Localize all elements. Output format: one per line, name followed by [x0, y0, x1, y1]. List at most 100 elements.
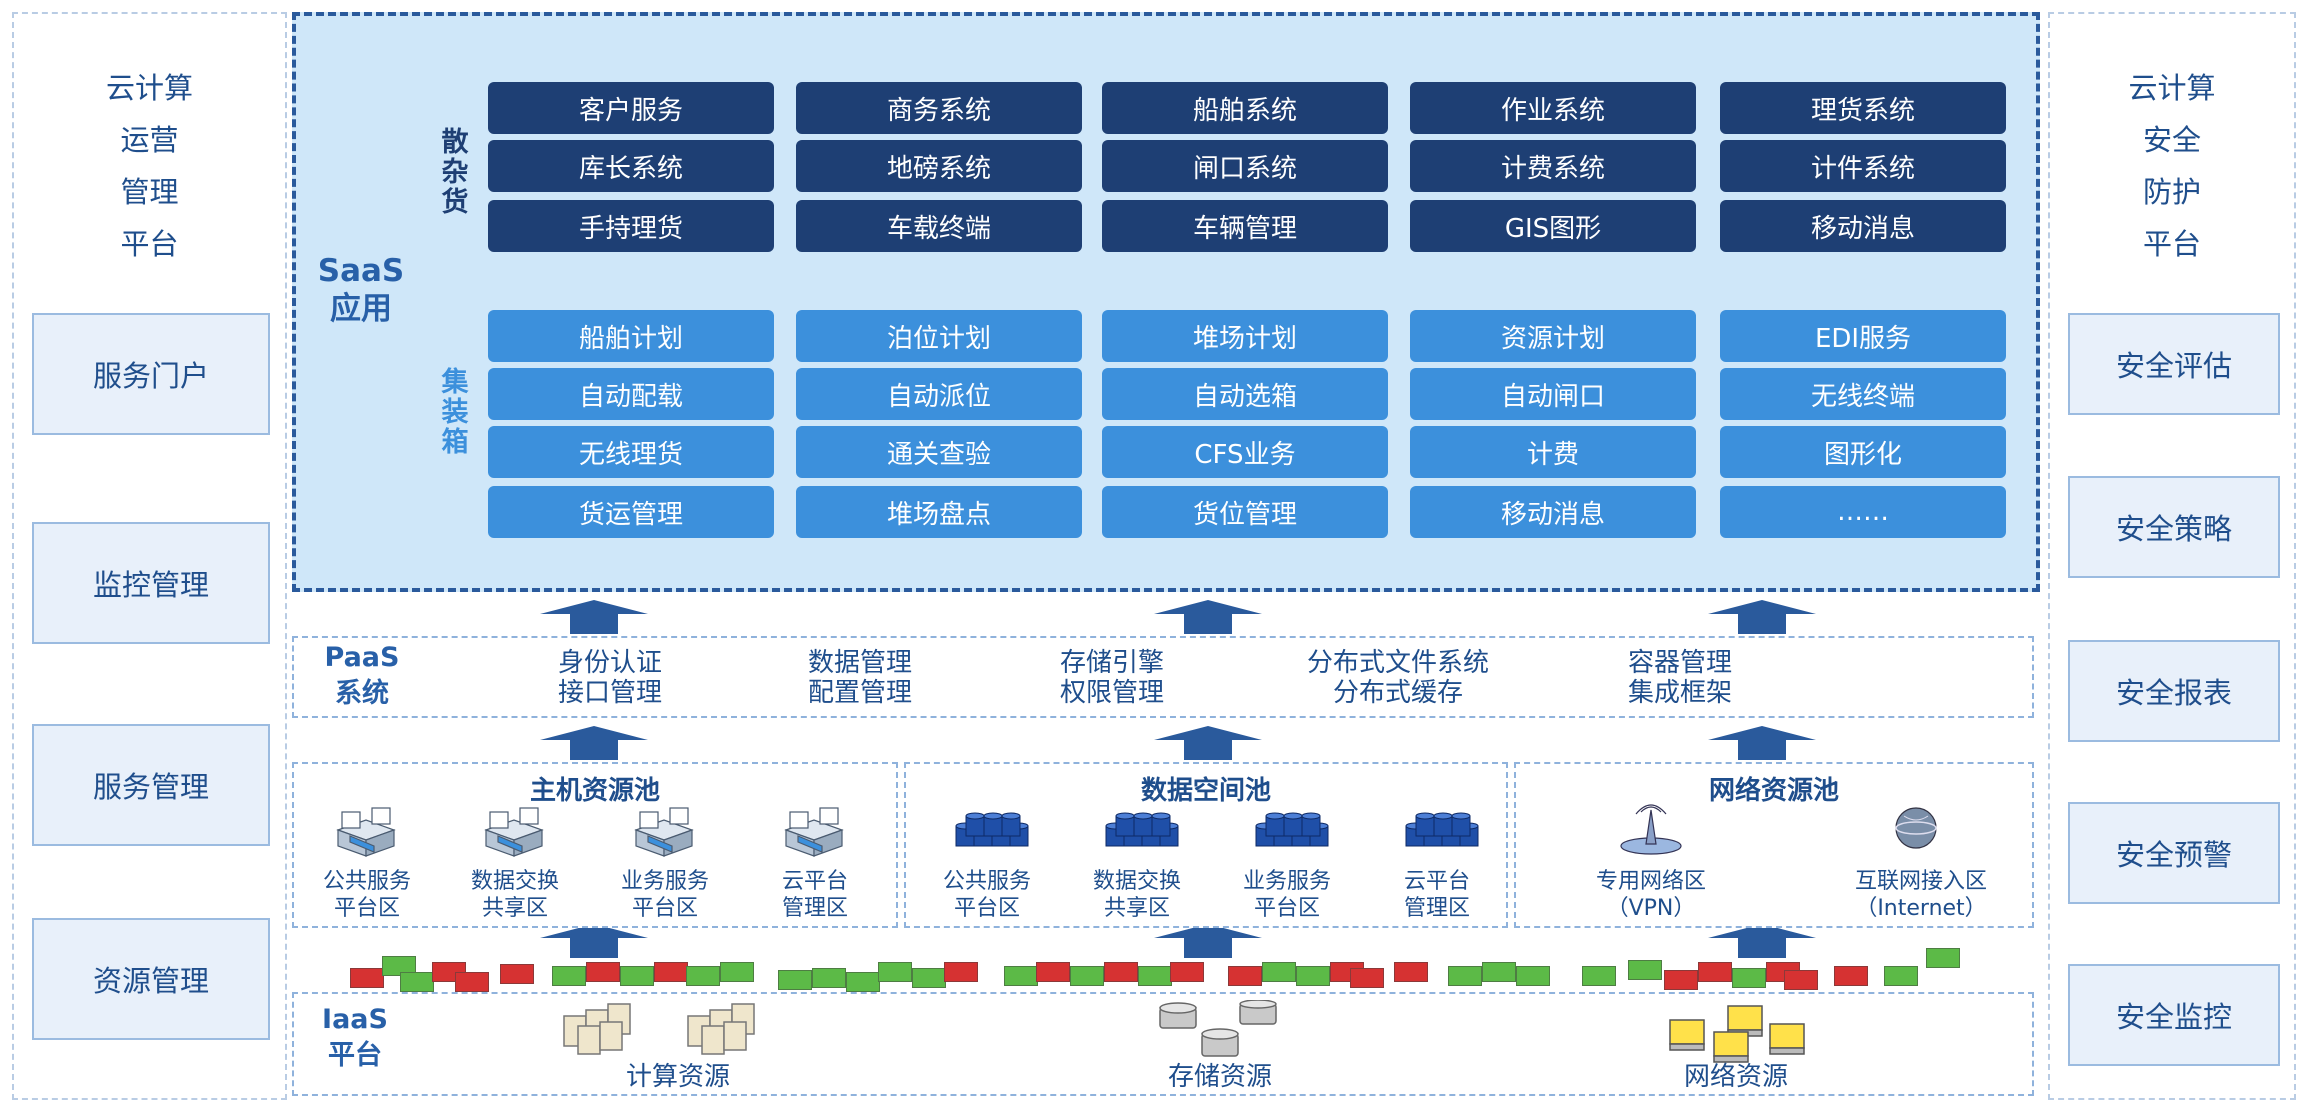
- pool-1-zone-2-line-0: 业务服务: [1242, 869, 1331, 894]
- bulk-module-0-4[interactable]: 理货系统: [1720, 82, 2006, 134]
- container-module-1-0[interactable]: 自动配载: [488, 368, 774, 420]
- container-module-0-3[interactable]: 资源计划: [1410, 310, 1696, 362]
- bulk-module-0-2[interactable]: 船舶系统: [1102, 82, 1388, 134]
- network-link-block: [1036, 962, 1070, 982]
- pool-2-zone-1-line-1: （Internet）: [1855, 896, 1987, 921]
- container-module-3-2[interactable]: 货位管理: [1102, 486, 1388, 538]
- compute-resource-label: 计算资源: [625, 1062, 730, 1092]
- paas-service-4-line-1: 集成框架: [1627, 678, 1732, 708]
- arrow-up-icon: [1708, 600, 1816, 638]
- pool-1-zone-1[interactable]: 数据交换共享区: [1062, 868, 1212, 922]
- network-resource-pool: 网络资源池 专用网络区（VPN）互联网接入区（Internet）: [1514, 762, 2034, 928]
- container-module-3-0[interactable]: 货运管理: [488, 486, 774, 538]
- right-item-security-monitoring[interactable]: 安全监控: [2068, 964, 2280, 1066]
- bulk-module-0-3[interactable]: 作业系统: [1410, 82, 1696, 134]
- pool-0-zone-1[interactable]: 数据交换共享区: [440, 868, 590, 922]
- network-link-block: [1732, 968, 1766, 988]
- container-module-1-3[interactable]: 自动闸口: [1410, 368, 1696, 420]
- network-link-block: [1628, 960, 1662, 980]
- network-link-block: [1482, 962, 1516, 982]
- right-item-security-policy[interactable]: 安全策略: [2068, 476, 2280, 578]
- container-module-1-2[interactable]: 自动选箱: [1102, 368, 1388, 420]
- pool-1-zone-2[interactable]: 业务服务平台区: [1212, 868, 1362, 922]
- paas-service-1-line-1: 配置管理: [807, 678, 912, 708]
- bulk-module-2-2[interactable]: 车辆管理: [1102, 200, 1388, 252]
- pool-1-zone-0[interactable]: 公共服务平台区: [912, 868, 1062, 922]
- paas-service-0[interactable]: 身份认证接口管理: [480, 648, 740, 708]
- container-module-3-1[interactable]: 堆场盘点: [796, 486, 1082, 538]
- container-module-3-3[interactable]: 移动消息: [1410, 486, 1696, 538]
- paas-service-1[interactable]: 数据管理配置管理: [730, 648, 990, 708]
- container-module-0-2[interactable]: 堆场计划: [1102, 310, 1388, 362]
- pool-0-zone-1-line-0: 数据交换: [470, 869, 559, 894]
- network-link-block: [1448, 966, 1482, 986]
- bulk-module-1-2[interactable]: 闸口系统: [1102, 140, 1388, 192]
- pool-0-zone-2-line-0: 业务服务: [620, 869, 709, 894]
- left-item-service-management[interactable]: 服务管理: [32, 724, 270, 846]
- pool-2-zone-1[interactable]: 互联网接入区（Internet）: [1846, 868, 1996, 922]
- pool-0-zone-1-line-1: 共享区: [481, 896, 548, 921]
- container-module-2-2[interactable]: CFS业务: [1102, 426, 1388, 478]
- left-item-monitoring[interactable]: 监控管理: [32, 522, 270, 644]
- database-cluster-icon: [1252, 808, 1332, 862]
- bulk-module-2-3[interactable]: GIS图形: [1410, 200, 1696, 252]
- network-link-block: [654, 962, 688, 982]
- right-item-security-assessment[interactable]: 安全评估: [2068, 313, 2280, 415]
- bulk-module-2-4[interactable]: 移动消息: [1720, 200, 2006, 252]
- bulk-cargo-label: 散杂货: [438, 128, 472, 218]
- container-module-0-4[interactable]: EDI服务: [1720, 310, 2006, 362]
- left-item-service-portal[interactable]: 服务门户: [32, 313, 270, 435]
- container-module-2-0[interactable]: 无线理货: [488, 426, 774, 478]
- left-panel: 云计算 运营 管理 平台 服务门户 监控管理 服务管理 资源管理: [12, 12, 287, 1100]
- pool-0-zone-3-line-0: 云平台: [781, 869, 848, 894]
- right-panel-title-4: 平台: [2142, 227, 2201, 261]
- pool-2-zone-0[interactable]: 专用网络区（VPN）: [1576, 868, 1726, 922]
- pool-1-zone-3[interactable]: 云平台管理区: [1362, 868, 1512, 922]
- paas-service-3-line-0: 分布式文件系统: [1306, 648, 1489, 678]
- bulk-module-1-0[interactable]: 库长系统: [488, 140, 774, 192]
- container-module-1-4[interactable]: 无线终端: [1720, 368, 2006, 420]
- left-panel-title-4: 平台: [120, 227, 179, 261]
- network-link-block: [812, 968, 846, 988]
- network-link-block: [1698, 962, 1732, 982]
- storage-resource-label: 存储资源: [1167, 1062, 1272, 1092]
- bulk-module-2-0[interactable]: 手持理货: [488, 200, 774, 252]
- pool-1-zone-2-line-1: 平台区: [1253, 896, 1320, 921]
- container-module-0-0[interactable]: 船舶计划: [488, 310, 774, 362]
- paas-layer: PaaS 系统 身份认证接口管理数据管理配置管理存储引擎权限管理分布式文件系统分…: [292, 636, 2034, 718]
- paas-service-4[interactable]: 容器管理集成框架: [1550, 648, 1810, 708]
- right-panel-title-1: 云计算: [2128, 71, 2216, 105]
- saas-label-line-1: SaaS: [317, 253, 405, 289]
- bulk-module-1-4[interactable]: 计件系统: [1720, 140, 2006, 192]
- paas-service-3[interactable]: 分布式文件系统分布式缓存: [1268, 648, 1528, 708]
- paas-service-2-line-0: 存储引擎: [1059, 648, 1164, 678]
- right-item-security-report[interactable]: 安全报表: [2068, 640, 2280, 742]
- network-link-block: [400, 972, 434, 992]
- container-module-1-1[interactable]: 自动派位: [796, 368, 1082, 420]
- container-module-2-1[interactable]: 通关查验: [796, 426, 1082, 478]
- network-link-block: [1784, 970, 1818, 990]
- container-module-0-1[interactable]: 泊位计划: [796, 310, 1082, 362]
- bulk-module-1-3[interactable]: 计费系统: [1410, 140, 1696, 192]
- pool-1-zone-1-line-0: 数据交换: [1092, 869, 1181, 894]
- pool-0-zone-3[interactable]: 云平台管理区: [740, 868, 890, 922]
- arrow-up-icon: [540, 924, 648, 962]
- container-module-2-3[interactable]: 计费: [1410, 426, 1696, 478]
- pool-0-zone-0[interactable]: 公共服务平台区: [292, 868, 442, 922]
- container-module-3-4[interactable]: ……: [1720, 486, 2006, 538]
- right-item-security-alert[interactable]: 安全预警: [2068, 802, 2280, 904]
- saas-label-line-2: 应用: [330, 291, 392, 327]
- network-link-block: [586, 962, 620, 982]
- paas-service-2-line-1: 权限管理: [1059, 678, 1164, 708]
- left-item-resource-management[interactable]: 资源管理: [32, 918, 270, 1040]
- pool-0-zone-2[interactable]: 业务服务平台区: [590, 868, 740, 922]
- bulk-module-1-1[interactable]: 地磅系统: [796, 140, 1082, 192]
- server-stack-icon: [630, 806, 700, 864]
- paas-service-2[interactable]: 存储引擎权限管理: [982, 648, 1242, 708]
- bulk-module-0-0[interactable]: 客户服务: [488, 82, 774, 134]
- bulk-module-2-1[interactable]: 车载终端: [796, 200, 1082, 252]
- network-link-block: [552, 966, 586, 986]
- paas-service-3-line-1: 分布式缓存: [1332, 678, 1463, 708]
- bulk-module-0-1[interactable]: 商务系统: [796, 82, 1082, 134]
- container-module-2-4[interactable]: 图形化: [1720, 426, 2006, 478]
